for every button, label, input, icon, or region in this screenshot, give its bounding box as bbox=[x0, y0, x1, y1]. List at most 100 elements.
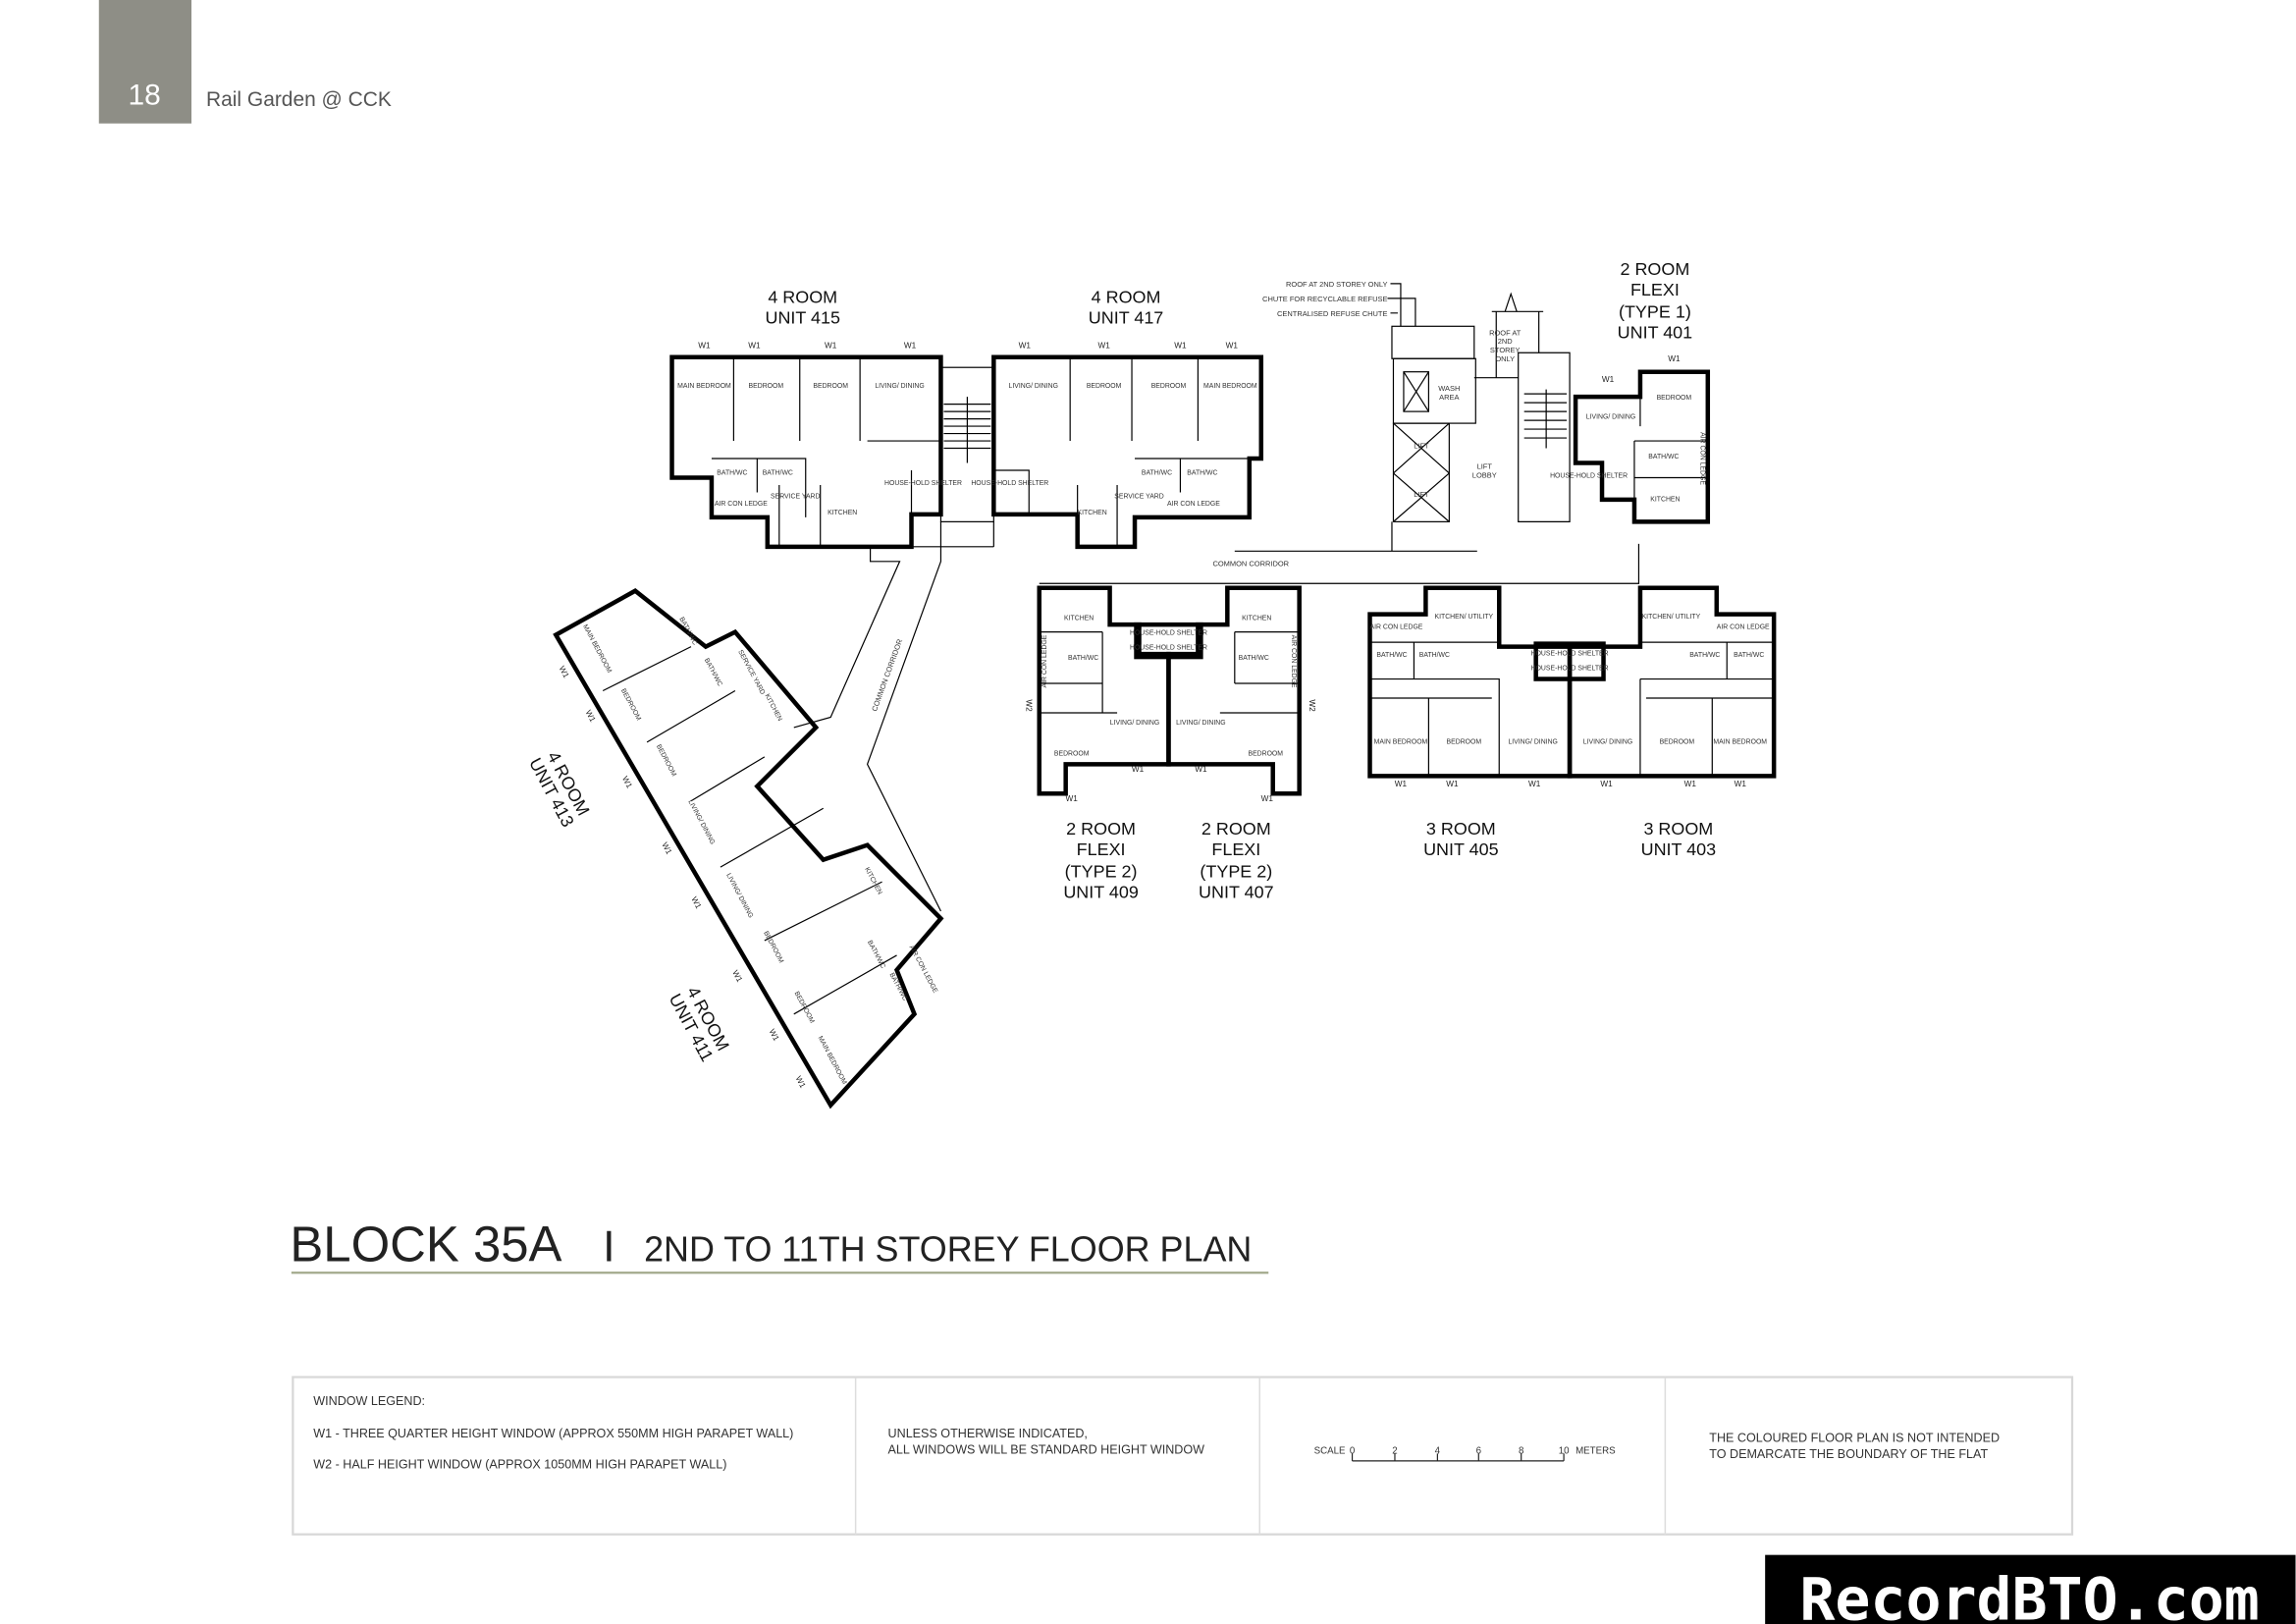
room-label: MAIN BEDROOM bbox=[677, 383, 731, 390]
legend-box: WINDOW LEGEND: W1 - THREE QUARTER HEIGHT… bbox=[292, 1376, 2074, 1536]
room-label: BATH/WC bbox=[866, 940, 886, 970]
unit-407-subtype: (TYPE 2) bbox=[1200, 862, 1272, 882]
wash-area-1: WASH bbox=[1438, 384, 1460, 393]
roof-label-1: ROOF AT bbox=[1489, 328, 1522, 337]
watermark: RecordBTO.com bbox=[1765, 1554, 2296, 1624]
window-label-w1: W1 bbox=[1528, 780, 1541, 788]
household-shelter-405-403 bbox=[1533, 641, 1606, 681]
room-label: KITCHEN bbox=[1078, 510, 1107, 516]
unit-413-411[interactable] bbox=[553, 588, 944, 1110]
scale-unit: METERS bbox=[1575, 1445, 1616, 1456]
room-label: BEDROOM bbox=[1248, 750, 1283, 757]
scale-bar: SCALE 0 2 4 6 8 10 METERS bbox=[1314, 1445, 1616, 1462]
window-label-w1: W1 bbox=[1019, 342, 1032, 351]
unit-417[interactable] bbox=[991, 354, 1264, 550]
room-label: HOUSE-HOLD SHELTER bbox=[1130, 630, 1207, 637]
room-label: BEDROOM bbox=[655, 743, 677, 778]
unit-403[interactable] bbox=[1567, 585, 1777, 779]
page-number-tab bbox=[98, 0, 192, 124]
room-label: LIVING/ DINING bbox=[1586, 414, 1635, 421]
window-label-w1: W1 bbox=[1261, 794, 1274, 803]
room-label: AIR CON LEDGE bbox=[1167, 501, 1220, 508]
room-label: BATH/WC bbox=[1376, 652, 1407, 659]
scale-tick: 6 bbox=[1476, 1445, 1481, 1456]
title-separator: I bbox=[603, 1220, 614, 1271]
room-label: HOUSE-HOLD SHELTER bbox=[1550, 472, 1628, 479]
room-label: BEDROOM bbox=[762, 930, 784, 964]
unit-403-type: 3 ROOM bbox=[1643, 819, 1713, 839]
room-label: BEDROOM bbox=[619, 687, 642, 722]
room-label: KITCHEN bbox=[1650, 496, 1680, 503]
room-label: LIVING/ DINING bbox=[724, 872, 754, 919]
room-label: BATH/WC bbox=[1648, 454, 1679, 460]
room-label: AIR CON LEDGE bbox=[1717, 624, 1770, 631]
chute-recyclable-note: CHUTE FOR RECYCLABLE REFUSE bbox=[1262, 295, 1387, 303]
room-label: BEDROOM bbox=[1151, 383, 1187, 390]
legend-heading: WINDOW LEGEND: bbox=[313, 1394, 425, 1408]
room-label: HOUSE-HOLD SHELTER bbox=[1130, 645, 1207, 652]
window-label-w1: W1 bbox=[1066, 794, 1079, 803]
window-label-w1: W1 bbox=[1132, 765, 1145, 774]
unit-407-number: UNIT 407 bbox=[1199, 883, 1274, 902]
unit-401[interactable] bbox=[1573, 369, 1711, 524]
room-label: LIVING/ DINING bbox=[1110, 720, 1159, 727]
unit-415-type: 4 ROOM bbox=[768, 287, 837, 306]
stair-core-west bbox=[939, 366, 994, 522]
unit-401-subtype: (TYPE 1) bbox=[1619, 301, 1691, 321]
window-label-w1: W1 bbox=[1174, 342, 1187, 351]
unit-409-subtype: (TYPE 2) bbox=[1065, 862, 1138, 882]
unit-409[interactable] bbox=[1037, 585, 1171, 796]
room-label: SERVICE YARD bbox=[771, 493, 820, 500]
room-label: BATH/WC bbox=[1187, 469, 1217, 476]
window-label-w1: W1 bbox=[1446, 780, 1459, 788]
room-label: BEDROOM bbox=[1657, 395, 1692, 402]
roof-label-4: ONLY bbox=[1495, 354, 1515, 363]
lift-1: LIFT bbox=[1414, 442, 1429, 451]
room-label: HOUSE-HOLD SHELTER bbox=[971, 480, 1048, 487]
unit-417-number: UNIT 417 bbox=[1089, 307, 1164, 327]
room-label: BEDROOM bbox=[1054, 750, 1090, 757]
window-label-w1: W1 bbox=[698, 342, 711, 351]
room-label: BATH/WC bbox=[1142, 469, 1172, 476]
room-label: MAIN BEDROOM bbox=[1374, 738, 1428, 745]
room-label: KITCHEN bbox=[1242, 616, 1271, 623]
window-label-w1: W1 bbox=[1195, 765, 1207, 774]
watermark-text: RecordBTO.com bbox=[1799, 1566, 2259, 1624]
roof-label-2: 2ND bbox=[1498, 337, 1514, 346]
window-label-w1: W1 bbox=[689, 895, 703, 910]
scale-tick: 2 bbox=[1392, 1445, 1397, 1456]
scale-tick: 4 bbox=[1435, 1445, 1441, 1456]
floor-plan-subtitle: 2ND TO 11TH STOREY FLOOR PLAN bbox=[644, 1228, 1252, 1269]
room-label: AIR CON LEDGE bbox=[908, 945, 939, 995]
lift-2: LIFT bbox=[1414, 490, 1429, 499]
room-label: LIVING/ DINING bbox=[1009, 383, 1058, 390]
window-note-1: UNLESS OTHERWISE INDICATED, bbox=[888, 1427, 1088, 1440]
unit-405-number: UNIT 405 bbox=[1423, 839, 1499, 859]
window-label-w1: W1 bbox=[584, 709, 598, 724]
scale-tick: 8 bbox=[1519, 1445, 1523, 1456]
scale-label: SCALE bbox=[1314, 1445, 1346, 1456]
room-label: SERVICE YARD bbox=[1114, 493, 1163, 500]
unit-407[interactable] bbox=[1166, 585, 1302, 796]
unit-401-flexi: FLEXI bbox=[1630, 280, 1680, 299]
block-title: BLOCK 35A bbox=[290, 1216, 561, 1272]
room-label: LIVING/ DINING bbox=[1583, 738, 1632, 745]
chute-central-note: CENTRALISED REFUSE CHUTE bbox=[1277, 309, 1387, 318]
room-label: HOUSE-HOLD SHELTER bbox=[884, 480, 962, 487]
unit-405[interactable] bbox=[1367, 585, 1573, 779]
window-label-w1: W1 bbox=[1600, 780, 1613, 788]
window-label-w1: W1 bbox=[1684, 780, 1697, 788]
room-label: LIVING/ DINING bbox=[686, 799, 716, 846]
room-label: BATH/WC bbox=[1734, 652, 1764, 659]
unit-409-number: UNIT 409 bbox=[1063, 883, 1139, 902]
room-label: KITCHEN/ UTILITY bbox=[1435, 614, 1494, 621]
room-label: MAIN BEDROOM bbox=[1203, 383, 1257, 390]
lift-core bbox=[1387, 283, 1571, 522]
page-number: 18 bbox=[129, 79, 161, 111]
unit-407-type: 2 ROOM bbox=[1201, 819, 1271, 839]
room-label: KITCHEN/ UTILITY bbox=[1642, 614, 1701, 621]
room-label: BATH/WC bbox=[677, 617, 698, 647]
unit-401-number: UNIT 401 bbox=[1618, 322, 1693, 342]
